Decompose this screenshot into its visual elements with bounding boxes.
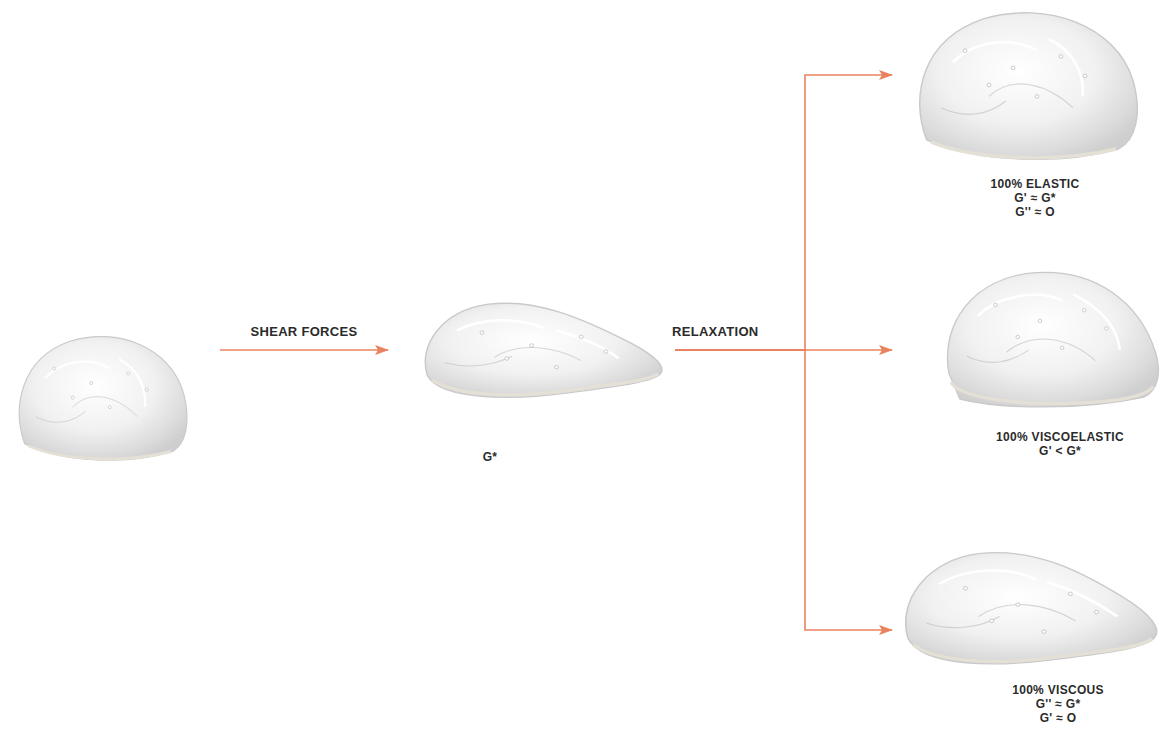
gel-bubble [1016, 603, 1020, 606]
gel-bubble [1094, 610, 1098, 613]
state-label: G'' ≈ O [991, 205, 1080, 219]
gel-rim [432, 374, 658, 395]
flow-arrow [675, 350, 892, 630]
gel-bubble [145, 388, 148, 391]
node-caption: G* [483, 450, 498, 464]
gel-highlight [119, 359, 145, 407]
gel-bubble [53, 367, 56, 370]
state-label: 100% ELASTIC [991, 177, 1080, 191]
gel-bubble [963, 587, 967, 590]
gel-illustration [905, 5, 1145, 165]
gel-node: 100% VISCOELASTICG' < G* [900, 262, 1162, 458]
node-caption: 100% ELASTICG' ≈ G*G'' ≈ O [991, 177, 1080, 219]
gel-highlight [494, 347, 581, 360]
gel-rim [931, 142, 1116, 158]
gel-rim [913, 638, 1151, 661]
gel-highlight [941, 101, 1006, 114]
gel-bubble [127, 372, 130, 375]
state-label: G* [483, 450, 498, 464]
gel-bubble [1016, 335, 1020, 338]
gel-bubble [1035, 95, 1039, 99]
node-caption: 100% VISCOELASTICG' < G* [996, 430, 1124, 458]
gel-bubble [90, 381, 93, 384]
gel-highlight [978, 295, 1062, 316]
gel-bubble [530, 344, 534, 347]
node-caption: 100% VISCOUSG'' ≈ G*G' ≈ O [1012, 683, 1104, 725]
gel-bubble [987, 83, 991, 87]
gel-bubble [1105, 327, 1109, 330]
gel-highlight [939, 570, 1036, 584]
gel-node: 100% ELASTICG' ≈ G*G'' ≈ O [900, 5, 1162, 219]
gel-outline [947, 272, 1158, 407]
gel-bubble [1068, 592, 1072, 595]
gel-bubble [1011, 66, 1015, 70]
gel-bubble [480, 331, 484, 334]
state-label: G' ≈ G* [991, 191, 1080, 205]
gel-bubble [71, 396, 74, 399]
gel-node: G* [420, 298, 668, 464]
gel-highlight [967, 350, 1029, 363]
gel-bubble [1042, 630, 1046, 633]
gel-bubble [990, 619, 994, 622]
gel-highlight [457, 320, 544, 330]
gel-bubble [579, 335, 583, 338]
gel-bubble [1060, 346, 1064, 349]
gel-bubble [108, 406, 111, 409]
gel-bubble [505, 357, 509, 360]
gel-bubble [963, 49, 967, 53]
state-label: G' ≈ O [1012, 711, 1104, 725]
gel-rim [28, 446, 170, 459]
gel-highlight [1047, 582, 1118, 617]
state-label: G'' ≈ G* [1012, 697, 1104, 711]
gel-outline [920, 13, 1138, 160]
gel-illustration [420, 298, 668, 406]
gel-highlight [1049, 39, 1083, 96]
gel-highlight [979, 605, 1076, 621]
gel-outline [19, 337, 187, 461]
gel-bubble [1059, 55, 1063, 59]
gel-rim [951, 382, 1153, 404]
process-label: RELAXATION [672, 324, 759, 339]
flow-arrow [675, 75, 892, 350]
gel-bubble [1083, 74, 1087, 78]
gel-bubble [1083, 309, 1087, 312]
gel-highlight [45, 361, 110, 378]
state-label: 100% VISCOELASTIC [996, 430, 1124, 444]
gel-bubble [604, 350, 608, 353]
state-label: 100% VISCOUS [1012, 683, 1104, 697]
gel-illustration [8, 330, 193, 465]
gel-highlight [445, 356, 512, 366]
gel-outline [425, 303, 662, 397]
state-label: G' < G* [996, 444, 1124, 458]
flow-arrow [220, 349, 388, 351]
gel-highlight [36, 411, 86, 422]
gel-outline [906, 553, 1157, 664]
gel-illustration [940, 262, 1162, 412]
gel-bubble [554, 365, 558, 368]
process-label: SHEAR FORCES [251, 324, 358, 339]
gel-illustration [900, 545, 1162, 675]
gel-highlight [1073, 294, 1120, 350]
gel-bubble [1038, 319, 1042, 322]
gel-bubble [994, 303, 998, 306]
gel-highlight [1007, 339, 1096, 361]
gel-highlight [953, 42, 1037, 62]
gel-node: 100% VISCOUSG'' ≈ G*G' ≈ O [900, 545, 1162, 725]
gel-node [8, 330, 193, 465]
gel-highlight [926, 617, 999, 628]
gel-highlight [556, 330, 618, 358]
